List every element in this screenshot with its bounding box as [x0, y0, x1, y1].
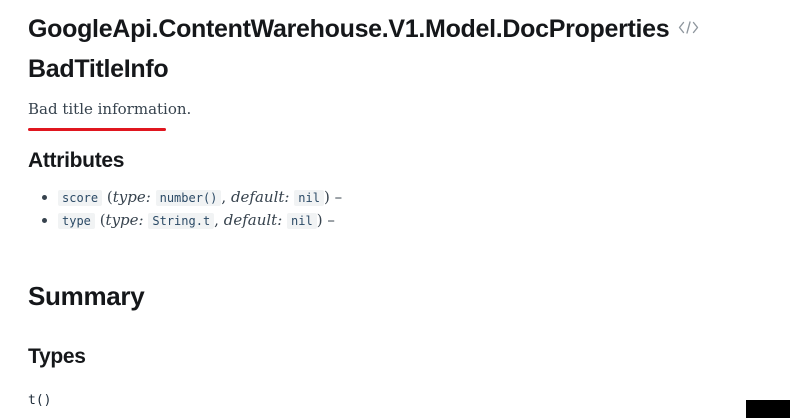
attribute-default: nil	[287, 212, 317, 229]
code-tag-icon	[679, 21, 699, 34]
red-divider	[28, 128, 166, 131]
attribute-default: nil	[294, 190, 324, 206]
attribute-name: type	[58, 212, 95, 229]
paren-open: (	[99, 210, 106, 229]
attributes-list: score (type: number(), default: nil) – t…	[28, 187, 762, 232]
types-heading: Types	[28, 345, 86, 368]
paren-close: )	[323, 188, 330, 206]
type-label: type:	[105, 210, 144, 229]
dash: –	[327, 210, 335, 229]
module-description: Bad title information.	[28, 100, 192, 118]
view-source-link[interactable]	[678, 6, 699, 46]
attribute-item-score: score (type: number(), default: nil) –	[58, 187, 762, 210]
type-t-link[interactable]: t()	[28, 393, 52, 408]
attributes-heading: Attributes	[28, 149, 125, 172]
type-signature-row: t()	[28, 391, 762, 409]
dash: –	[334, 188, 343, 206]
paren-open: (	[106, 188, 113, 206]
comma: ,	[214, 210, 219, 229]
type-label: type:	[112, 188, 151, 206]
doc-content: GoogleApi.ContentWarehouse.V1.Model.DocP…	[0, 0, 790, 409]
page-title-line2: BadTitleInfo	[28, 55, 169, 83]
default-label: default:	[230, 188, 290, 206]
attribute-name: score	[58, 190, 103, 206]
attribute-type: number()	[155, 190, 222, 206]
default-label: default:	[223, 210, 283, 229]
page-title: GoogleApi.ContentWarehouse.V1.Model.DocP…	[28, 6, 762, 89]
summary-heading: Summary	[28, 281, 145, 311]
paren-close: )	[316, 210, 323, 229]
attribute-item-type: type (type: String.t, default: nil) –	[58, 210, 762, 233]
page-title-line1: GoogleApi.ContentWarehouse.V1.Model.DocP…	[28, 15, 670, 43]
comma: ,	[221, 188, 227, 206]
attribute-type: String.t	[148, 212, 215, 229]
bottom-right-black-box	[746, 400, 790, 418]
